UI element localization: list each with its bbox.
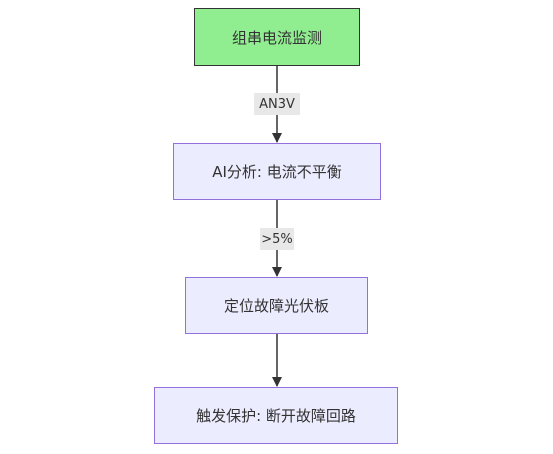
node-string-current-monitoring: 组串电流监测 <box>194 8 360 66</box>
node-label: 组串电流监测 <box>231 28 322 47</box>
node-trigger-protection: 触发保护: 断开故障回路 <box>154 387 398 444</box>
node-ai-analysis: AI分析: 电流不平衡 <box>173 143 381 200</box>
edge-label-threshold: >5% <box>260 228 294 250</box>
node-label: 定位故障光伏板 <box>223 297 329 315</box>
node-label: 触发保护: 断开故障回路 <box>196 407 356 425</box>
node-locate-faulty-panel: 定位故障光伏板 <box>185 277 368 334</box>
edge-label-an3v: AN3V <box>254 93 300 115</box>
node-label: AI分析: 电流不平衡 <box>212 163 342 181</box>
